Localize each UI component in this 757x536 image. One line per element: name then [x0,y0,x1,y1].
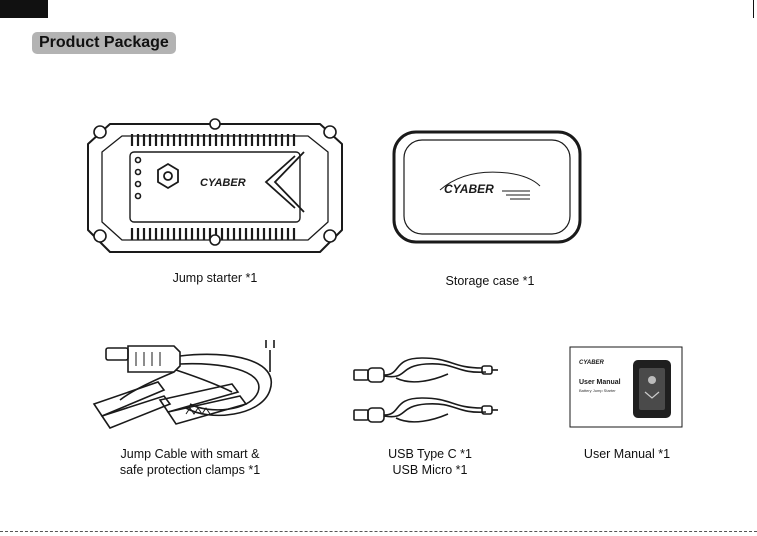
caption-usb-type-c: USB Type C *1 [375,446,485,462]
storage-case-logo: CYABER [444,182,494,196]
user-manual-cover-title: User Manual [579,379,621,386]
page-bottom-rule [0,531,757,532]
caption-usb-micro: USB Micro *1 [375,462,485,478]
jump-cable-illustration [90,330,290,435]
section-title: Product Package [32,32,176,54]
caption-storage-case: Storage case *1 [420,273,560,289]
user-manual-cover-subtitle: Battery Jump Starter [579,388,616,393]
caption-jump-cable: Jump Cable with smart & safe protection … [105,446,275,478]
caption-jump-cable-line2: safe protection clamps *1 [105,462,275,478]
usb-cables-illustration [352,352,507,432]
caption-jump-cable-line1: Jump Cable with smart & [105,446,275,462]
header-corner-block [0,0,48,18]
user-manual-logo: CYABER [579,360,605,366]
caption-user-manual: User Manual *1 [572,446,682,462]
user-manual-illustration: CYABER User Manual Battery Jump Starter [569,346,683,428]
caption-storage-case-text: Storage case *1 [420,273,560,289]
caption-jump-starter: Jump starter *1 [140,270,290,286]
header-corner-tick [753,0,754,18]
storage-case-illustration: CYABER [390,128,584,246]
caption-user-manual-text: User Manual *1 [572,446,682,462]
caption-jump-starter-text: Jump starter *1 [140,270,290,286]
jump-starter-illustration: CYABER [80,112,350,262]
jump-starter-logo: CYABER [200,177,246,189]
caption-usb-cables: USB Type C *1 USB Micro *1 [375,446,485,478]
